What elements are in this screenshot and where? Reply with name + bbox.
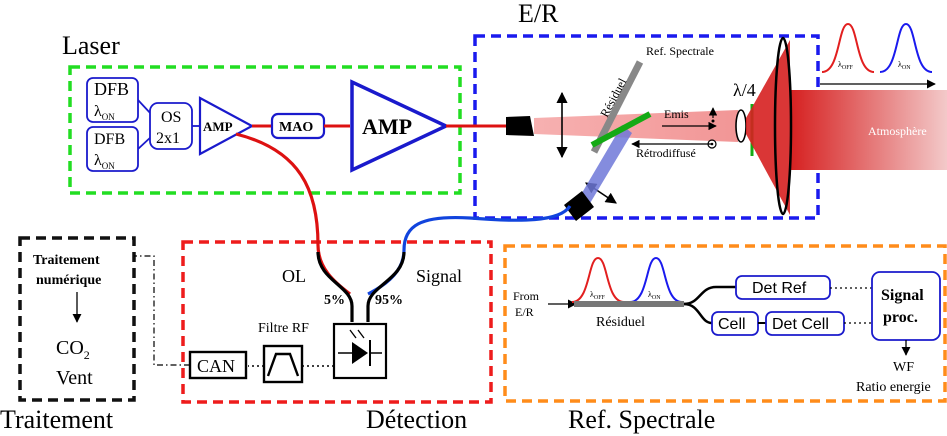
can-converter: CAN — [188, 350, 248, 380]
signal-label: Signal — [416, 266, 462, 286]
traitement-section-box — [18, 236, 136, 402]
filtre-rf-label: Filtre RF — [258, 321, 309, 336]
rs-on-lambda: λ — [648, 290, 652, 299]
dfb-laser-2: DFB λON — [86, 126, 139, 172]
os-label-bottom: 2x1 — [156, 130, 180, 147]
rs-off-sub: OFF — [594, 295, 606, 301]
svg-text:λOFF: λOFF — [838, 60, 854, 71]
det-cell-box: Det Cell — [765, 311, 845, 336]
large-amp-label: AMP — [362, 114, 412, 139]
ref-spectrale-label: Ref. Spectrale — [646, 44, 714, 58]
cell-box: Cell — [711, 311, 759, 336]
retrodiffuse-label: Rétrodiffusé — [636, 146, 696, 160]
rf-filter — [262, 344, 304, 384]
spectrum-off-icon: λOFF — [821, 22, 875, 73]
from-label-2: E/R — [515, 305, 534, 319]
refspec-section-title: Ref. Spectrale — [568, 405, 715, 434]
beamsplitter — [590, 111, 652, 148]
detection-section-title: Détection — [366, 405, 467, 434]
svg-text:λON: λON — [898, 60, 911, 71]
traitement-line1: Traitement — [33, 253, 100, 268]
laser-section-title: Laser — [62, 31, 120, 60]
spec-off-sub: OFF — [842, 65, 854, 71]
fiber-collimator-in — [564, 191, 594, 221]
large-amplifier: AMP — [350, 79, 451, 173]
spec-on-sub: ON — [902, 65, 911, 71]
co2-sub: 2 — [84, 348, 90, 362]
small-amp-label: AMP — [203, 119, 233, 134]
return-beam — [576, 125, 632, 210]
atmosphere-label: Atmosphère — [868, 124, 927, 138]
traitement-line2: numérique — [36, 273, 101, 288]
pct-95-label: 95% — [375, 293, 403, 308]
svg-text:λON: λON — [648, 290, 661, 301]
traitement-section-title: Traitement — [0, 405, 114, 434]
laser-section-box — [68, 65, 462, 195]
refspec-spectrum-off-icon: λOFF — [571, 256, 625, 303]
atmosphere-region — [790, 90, 947, 170]
rs-on-sub: ON — [652, 295, 661, 301]
dfb-2-lambda: λ — [94, 152, 102, 169]
signal-proc-box: Signal proc. — [871, 271, 941, 341]
quarter-wave-label: λ/4 — [733, 80, 756, 100]
det-ref-label: Det Ref — [752, 280, 807, 297]
dfb-1-lambda: λ — [94, 103, 102, 120]
emis-label: Emis — [664, 107, 689, 121]
dfb-1-label: DFB — [94, 79, 129, 99]
refspec-spectrum-on-icon: λON — [629, 256, 683, 303]
fiber-coupler — [316, 251, 406, 322]
ratio-energie-label: Ratio energie — [856, 380, 931, 395]
small-amplifier: AMP — [198, 96, 255, 156]
dfb-1-sub: ON — [102, 112, 115, 122]
can-to-traitement-link — [134, 255, 190, 366]
spec-on-lambda: λ — [898, 60, 902, 69]
spec-off-lambda: λ — [838, 60, 842, 69]
fiber-collimator-out — [506, 116, 534, 136]
spectrum-on-icon: λON — [879, 22, 933, 73]
svg-text:CO2: CO2 — [56, 337, 90, 362]
from-label-1: From — [513, 289, 540, 303]
cell-label: Cell — [718, 316, 746, 333]
svg-text:λON: λON — [94, 152, 115, 171]
refspec-section-box — [503, 244, 947, 403]
svg-text:λON: λON — [94, 103, 115, 122]
telescope-lens — [773, 36, 793, 216]
dfb-2-sub: ON — [102, 161, 115, 171]
er-section-title: E/R — [518, 0, 559, 28]
can-label: CAN — [197, 356, 235, 376]
small-lens — [735, 109, 747, 143]
dfb-laser-1: DFB λON — [86, 77, 139, 123]
signal-proc-line2: proc. — [883, 309, 918, 326]
co2-label: CO — [56, 337, 84, 359]
svg-text:λOFF: λOFF — [590, 290, 606, 301]
signal-proc-line1: Signal — [881, 287, 924, 304]
optical-switch-2x1: OS 2x1 — [149, 102, 193, 150]
vent-label: Vent — [56, 367, 93, 389]
os-label-top: OS — [161, 109, 181, 126]
rs-off-lambda: λ — [590, 290, 594, 299]
ol-label: OL — [282, 266, 306, 286]
atmosphere-beam — [746, 40, 790, 215]
detection-section-box — [181, 240, 493, 404]
mao-modulator: MAO — [270, 112, 326, 140]
photodiode — [332, 322, 388, 380]
det-ref-box: Det Ref — [735, 275, 831, 300]
dfb-2-label: DFB — [94, 131, 125, 148]
mao-label: MAO — [279, 120, 313, 135]
wf-label: WF — [893, 360, 914, 375]
pct-5-label: 5% — [324, 293, 345, 308]
refspec-residuel-label: Résiduel — [596, 315, 645, 330]
emitted-beam — [534, 110, 738, 142]
det-cell-label: Det Cell — [772, 316, 829, 333]
signal-fiber — [367, 204, 572, 296]
